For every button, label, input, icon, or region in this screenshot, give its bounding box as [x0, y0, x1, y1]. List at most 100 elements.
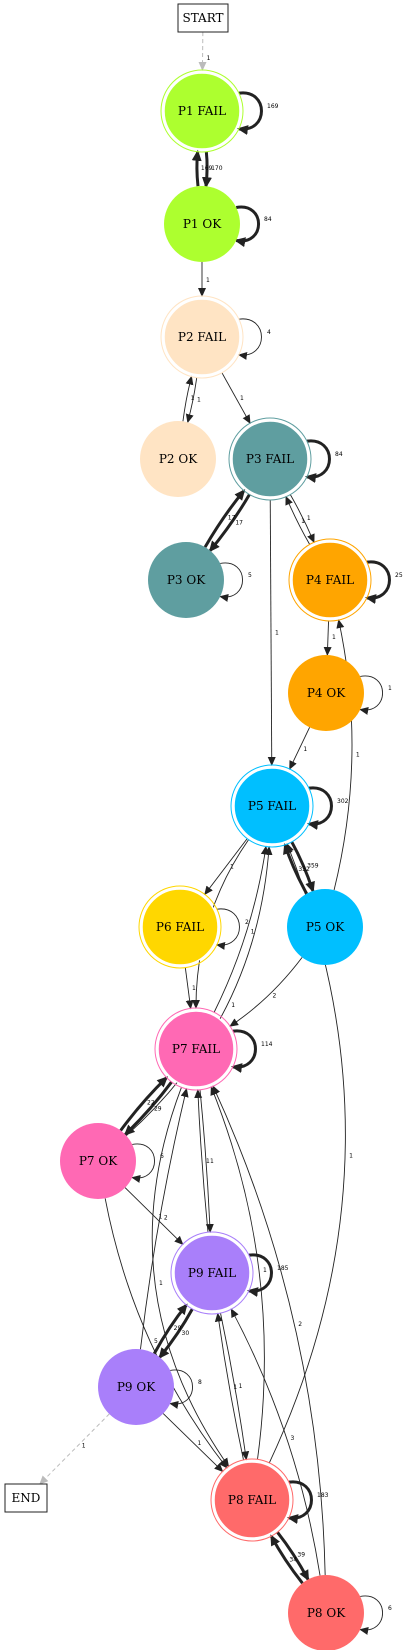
node-outer-ring — [170, 1231, 254, 1315]
edge-line — [234, 205, 260, 248]
edge-p4f-to-p4o: 1 — [323, 620, 336, 657]
edge-line — [194, 1088, 209, 1233]
edge-line — [169, 1369, 193, 1409]
edge-p7o-to-p8f: 5 — [104, 1198, 228, 1469]
edge-label: 1 — [197, 396, 201, 403]
edge-p2f-to-p2f: 4 — [237, 318, 271, 360]
edge-line — [199, 1089, 214, 1234]
node-circle — [157, 1010, 235, 1088]
edge-p4o-to-p5f: 1 — [289, 727, 311, 770]
node-label: P2 FAIL — [178, 330, 226, 344]
edge-p8f-to-p8f: 183 — [286, 1480, 329, 1525]
edge-line — [229, 957, 303, 1027]
edge-label: 29 — [154, 1106, 162, 1113]
node-label: P7 OK — [79, 1154, 118, 1168]
node-circle — [140, 421, 216, 497]
node-label: P6 FAIL — [156, 920, 204, 934]
node-label: P3 OK — [167, 573, 206, 587]
node-circle — [288, 655, 364, 731]
edge-line — [213, 845, 269, 1013]
edge-label: 183 — [317, 1492, 329, 1499]
edge-line — [158, 1308, 194, 1359]
edge-p7f-to-p7o: 29 — [123, 1081, 173, 1136]
node-p9o: P9 OK — [98, 1349, 174, 1425]
edge-p8o-to-p8o: 6 — [359, 1595, 392, 1635]
edge-p5o-to-p7f: 2 — [229, 957, 303, 1027]
node-p7f: P7 FAIL — [154, 1007, 238, 1091]
edge-p9f-to-p7f: 1 — [194, 1088, 210, 1233]
node-p4o: P4 OK — [288, 655, 364, 731]
edge-line — [219, 562, 243, 602]
edge-line — [208, 493, 251, 553]
edge-label: 1 — [192, 985, 196, 992]
node-label: P4 OK — [307, 686, 346, 700]
edge-line — [359, 675, 383, 715]
node-outer-ring — [288, 538, 372, 622]
edge-p3o-to-p3f: 17 — [203, 489, 246, 548]
node-box — [177, 3, 229, 33]
edge-line — [359, 1595, 383, 1635]
node-circle — [164, 186, 240, 262]
edge-label: 1 — [82, 1443, 86, 1450]
edge-p4o-to-p4o: 1 — [359, 675, 392, 715]
edge-line — [162, 1413, 224, 1473]
edge-label: 30 — [182, 1330, 190, 1337]
node-outer-ring — [230, 764, 314, 848]
edge-line — [221, 372, 251, 425]
node-p4f: P4 FAIL — [288, 538, 372, 622]
edge-label: 5 — [248, 572, 252, 579]
edge-line — [131, 1143, 155, 1183]
node-circle — [163, 72, 241, 150]
edge-p7f-to-p8f: 1 — [151, 1087, 230, 1468]
edge-p1o-to-p1f: 169 — [191, 149, 213, 187]
node-start: START — [177, 3, 229, 33]
edge-line — [304, 439, 331, 484]
edge-p1f-to-p1f: 169 — [236, 91, 279, 136]
node-label: P5 FAIL — [248, 799, 296, 813]
node-p5o: P5 OK — [287, 889, 363, 965]
edge-line — [289, 727, 311, 770]
node-p3f: P3 FAIL — [228, 417, 312, 501]
edge-p3f-to-p5f: 1 — [267, 499, 279, 767]
edge-label: 5 — [154, 1338, 158, 1345]
node-outer-ring — [154, 1007, 238, 1091]
edge-label: 1 — [349, 1152, 353, 1159]
edge-p4f-to-p3f: 1 — [285, 495, 311, 545]
edge-line — [237, 318, 262, 360]
edge-p8f-to-p7f: 1 — [210, 1086, 267, 1460]
edge-line — [191, 149, 202, 187]
edge-p9f-to-p9o: 30 — [158, 1308, 194, 1359]
node-end: END — [4, 1483, 48, 1513]
node-circle — [141, 888, 219, 966]
edge-p7f-to-p5f: 1 — [213, 845, 269, 1013]
edge-line — [267, 499, 276, 767]
edge-line — [270, 1534, 304, 1585]
edge-label: 6 — [160, 1153, 164, 1160]
node-circle — [173, 1234, 251, 1312]
node-circle — [233, 767, 311, 845]
edge-p8o-to-p9f: 3 — [230, 1308, 321, 1576]
edge-p7f-to-p7f: 114 — [230, 1029, 273, 1074]
edge-p7o-to-p7o: 6 — [131, 1143, 164, 1183]
edge-line — [306, 786, 333, 831]
edge-p7o-to-p9f: 1 — [124, 1187, 184, 1245]
edge-line — [123, 1081, 173, 1136]
node-label: P4 FAIL — [306, 573, 354, 587]
edge-line — [104, 1198, 228, 1469]
edge-line — [126, 845, 273, 1136]
edge-label: 169 — [267, 103, 279, 110]
edge-label: 114 — [261, 1041, 273, 1048]
edge-line — [124, 1187, 184, 1245]
edge-label: 1 — [158, 1213, 162, 1220]
edge-p9o-to-p9o: 8 — [169, 1369, 202, 1409]
edge-label: 1 — [207, 55, 211, 62]
node-p2o: P2 OK — [140, 421, 216, 497]
node-label: P7 FAIL — [172, 1042, 220, 1056]
edge-line — [220, 1313, 250, 1461]
node-circle — [287, 889, 363, 965]
node-circle — [213, 1461, 291, 1539]
edge-label: 1 — [307, 515, 311, 522]
edge-p8f-to-p9f: 1 — [214, 1312, 244, 1460]
edge-p6f-to-p6f: 2 — [215, 908, 249, 950]
